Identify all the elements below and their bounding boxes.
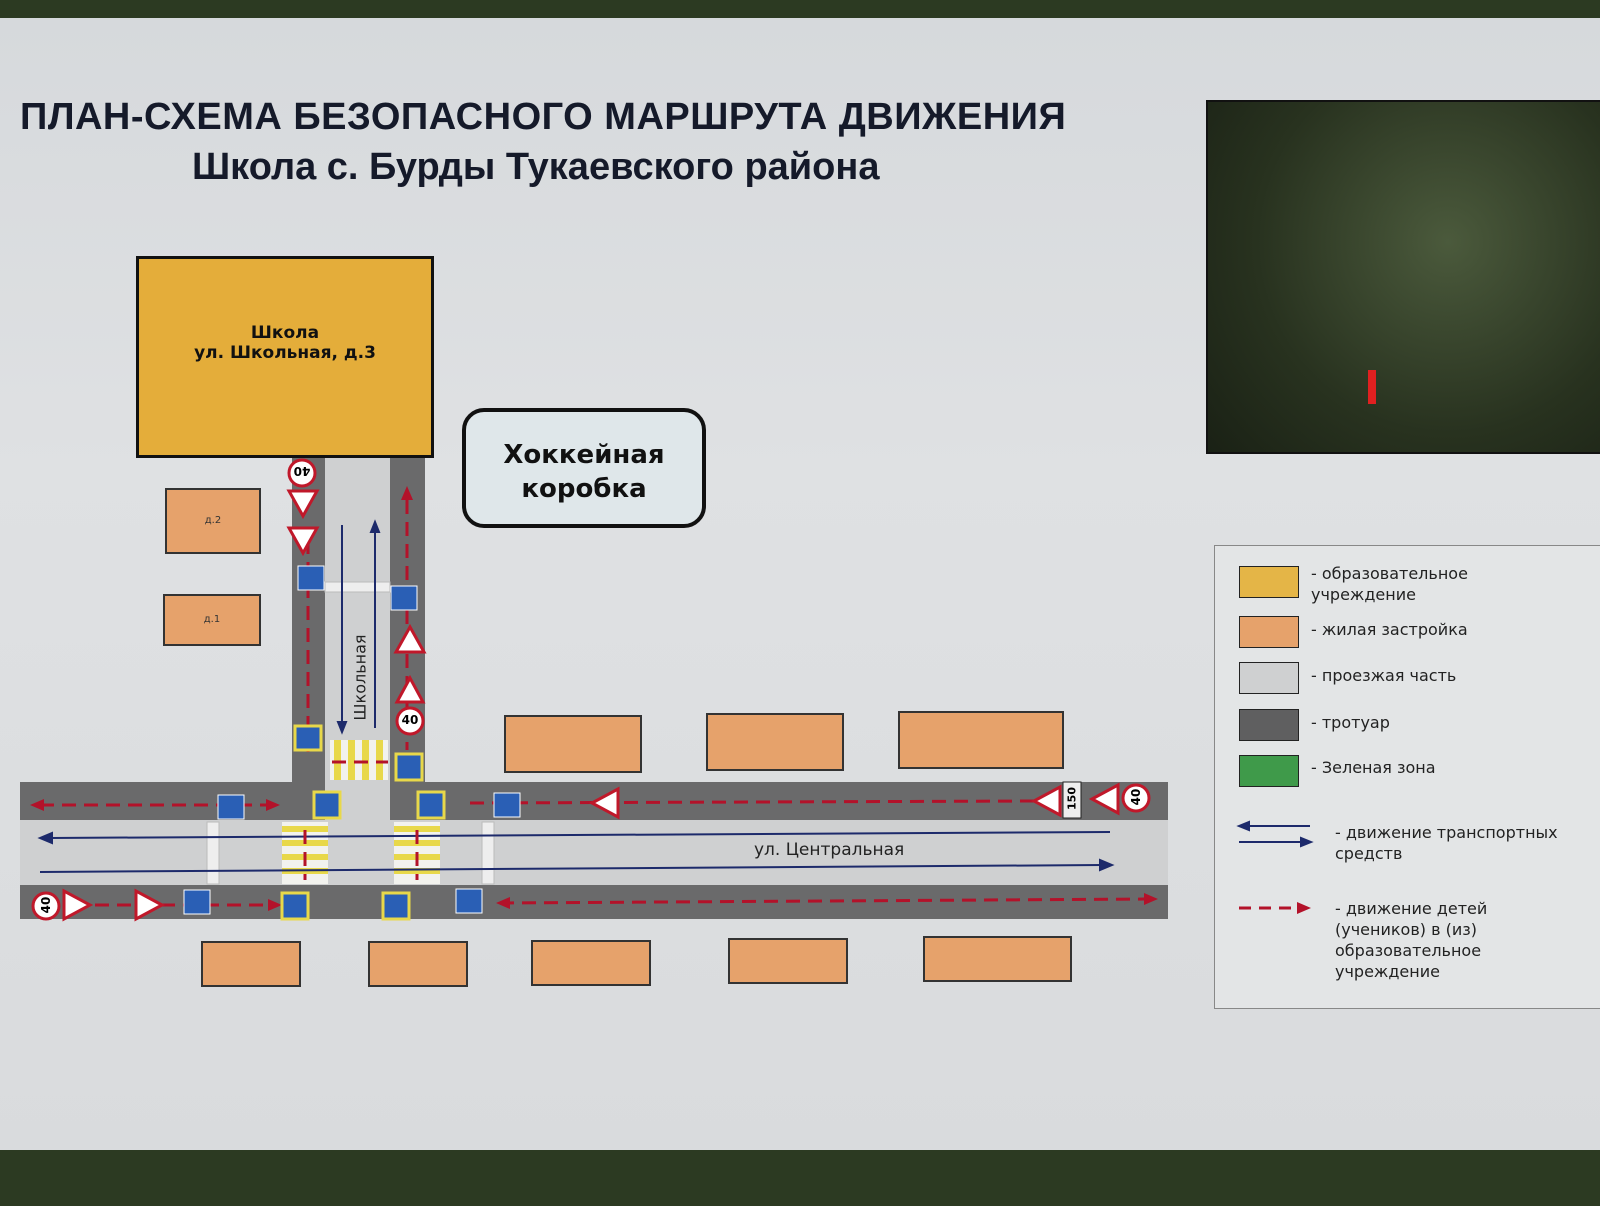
hockey-label-line2: коробка bbox=[521, 474, 647, 504]
legend-arrows bbox=[1236, 820, 1314, 914]
house bbox=[728, 938, 848, 984]
distance-label: 150 bbox=[1065, 787, 1079, 810]
legend-label-children: - движение детей (учеников) в (из) образ… bbox=[1335, 899, 1488, 981]
children-sign-icon bbox=[286, 489, 320, 520]
house-label: д.1 bbox=[203, 614, 221, 625]
speed-limit-label: 40 bbox=[293, 464, 311, 478]
location-marker bbox=[1368, 370, 1376, 404]
legend-swatch-school bbox=[1239, 566, 1299, 598]
bump-sign-icon bbox=[455, 888, 483, 914]
vehicle-arrows-icon bbox=[1236, 820, 1314, 848]
legend-swatch-roadway bbox=[1239, 662, 1299, 694]
house-d1: д.1 bbox=[163, 594, 261, 646]
street-label-centralnaya: ул. Центральная bbox=[754, 840, 905, 860]
legend-swatch-green-zone bbox=[1239, 755, 1299, 787]
bump-sign-icon bbox=[493, 792, 521, 818]
roadway-central bbox=[20, 820, 1168, 885]
bump-sign-icon bbox=[183, 889, 211, 915]
legend: - образовательное учреждение - жилая зас… bbox=[1214, 545, 1600, 1009]
yield-sign-icon bbox=[286, 526, 320, 557]
speed-limit-label: 40 bbox=[39, 896, 53, 914]
house bbox=[898, 711, 1064, 769]
legend-swatch-sidewalk bbox=[1239, 709, 1299, 741]
map-title: ПЛАН-СХЕМА БЕЗОПАСНОГО МАРШРУТА ДВИЖЕНИЯ bbox=[20, 96, 1067, 138]
crosswalk-sign-icon bbox=[416, 790, 446, 820]
legend-swatch-residential bbox=[1239, 616, 1299, 648]
bump-sign-icon bbox=[297, 565, 325, 591]
street-label-shkolnaya: Школьная bbox=[350, 634, 370, 721]
school-building: Школа ул. Школьная, д.3 bbox=[136, 256, 434, 458]
bump-warning-icon bbox=[393, 623, 427, 654]
school-address: ул. Школьная, д.3 bbox=[194, 343, 376, 363]
legend-label: - проезжая часть bbox=[1311, 666, 1457, 685]
house bbox=[706, 713, 844, 771]
house bbox=[504, 715, 642, 773]
children-sign-icon bbox=[1030, 784, 1062, 818]
crosswalk-sign-icon bbox=[280, 891, 310, 921]
house bbox=[368, 941, 468, 987]
satellite-image bbox=[1206, 100, 1600, 454]
bump-sign-icon bbox=[217, 794, 245, 820]
speed-limit-label: 40 bbox=[401, 713, 419, 727]
warning-sign-triangles bbox=[62, 489, 1120, 922]
distance-plate bbox=[1062, 781, 1082, 819]
speed-limit-label: 40 bbox=[1129, 788, 1143, 806]
crosswalk-sign-icon bbox=[394, 752, 424, 782]
bump-sign-icon bbox=[390, 585, 418, 611]
house bbox=[531, 940, 651, 986]
hockey-rink: Хоккейная коробка bbox=[462, 408, 706, 528]
legend-label: - жилая застройка bbox=[1311, 620, 1468, 639]
legend-label: - Зеленая зона bbox=[1311, 758, 1436, 777]
school-name: Школа bbox=[250, 323, 320, 343]
house bbox=[201, 941, 301, 987]
legend-label: - тротуар bbox=[1311, 713, 1390, 732]
hockey-label-line1: Хоккейная bbox=[503, 440, 665, 470]
speed-limit-circles bbox=[31, 458, 1151, 921]
info-signs-blue bbox=[183, 565, 521, 921]
bump-warning-icon bbox=[588, 786, 620, 820]
children-sign-icon bbox=[1088, 782, 1120, 816]
children-sign-icon bbox=[394, 674, 426, 704]
route-arrowheads bbox=[30, 486, 1158, 911]
children-arrow-icon bbox=[1239, 902, 1311, 914]
crosswalk-sign-icon bbox=[312, 790, 342, 820]
crosswalk-sign-icon bbox=[381, 891, 411, 921]
roadway-shkolnaya bbox=[325, 455, 390, 785]
yield-sign-icon bbox=[134, 888, 166, 922]
legend-label: - образовательное учреждение bbox=[1311, 564, 1468, 604]
traffic-arrows bbox=[37, 519, 1115, 873]
map-subtitle: Школа с. Бурды Тукаевского района bbox=[192, 146, 880, 188]
legend-label-vehicles: - движение транспортных средств bbox=[1335, 823, 1558, 863]
house-label: д.2 bbox=[204, 515, 222, 526]
crosswalk-sign-icon bbox=[293, 724, 323, 752]
children-sign-icon bbox=[62, 888, 94, 922]
house-d2: д.2 bbox=[165, 488, 261, 554]
house bbox=[923, 936, 1072, 982]
